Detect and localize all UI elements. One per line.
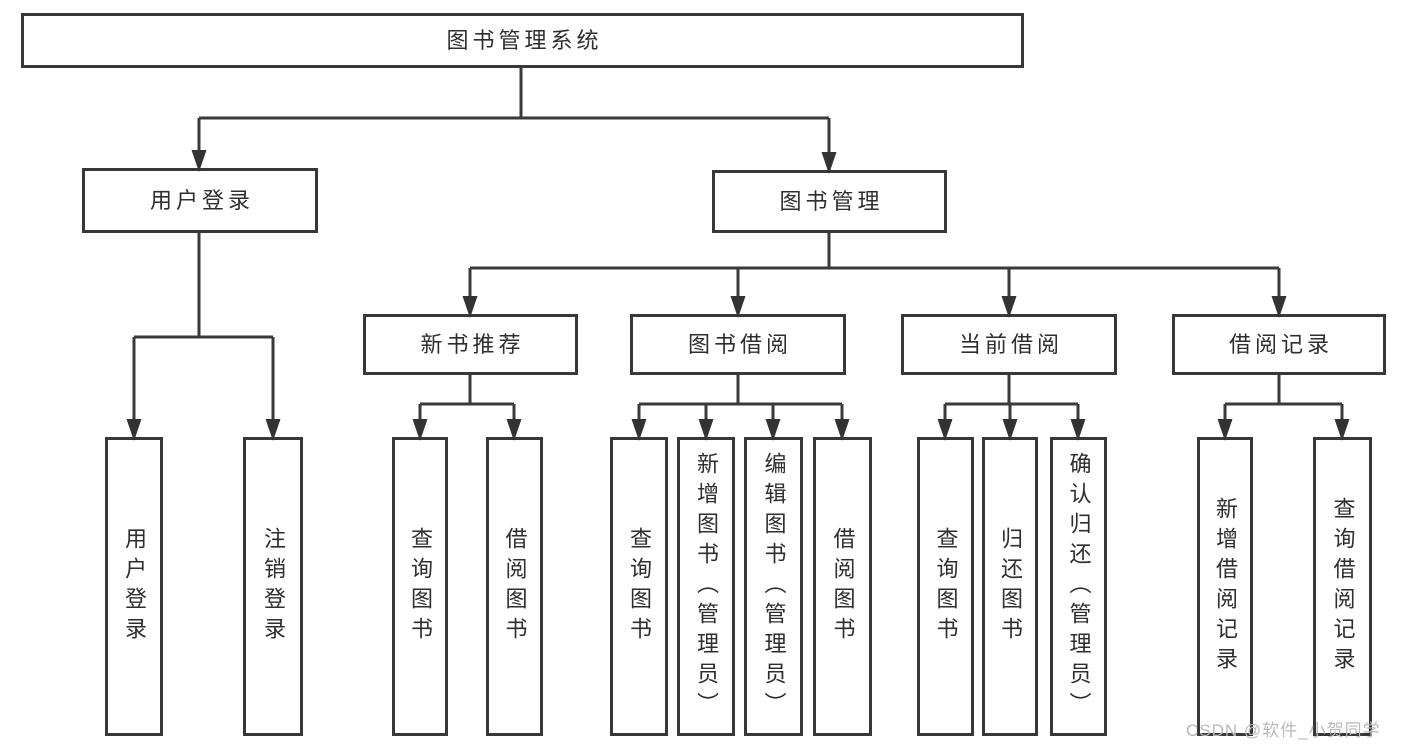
node-label: 查询图书 — [627, 526, 652, 647]
node-leaf-add-borrow-record: 新增借阅记录 — [1197, 437, 1253, 736]
node-label: 查询图书 — [408, 526, 433, 647]
node-label: 借阅图书 — [502, 526, 528, 647]
node-label: 新增图书（管理员） — [694, 451, 719, 722]
node-leaf-return-books: 归还图书 — [982, 437, 1038, 736]
node-leaf-borrow-books-borrow: 借阅图书 — [813, 437, 872, 736]
node-label: 当前借阅 — [958, 331, 1063, 357]
node-leaf-query-books-borrow: 查询图书 — [610, 437, 668, 736]
node-label: 归还图书 — [998, 526, 1023, 647]
node-label: 查询借阅记录 — [1330, 496, 1356, 677]
node-leaf-query-books-newrec: 查询图书 — [392, 437, 448, 736]
node-label: 图书管理 — [779, 188, 884, 214]
node-user-login: 用户登录 — [82, 168, 318, 233]
node-label: 借阅图书 — [830, 526, 856, 647]
node-leaf-confirm-return-admin: 确认归还（管理员） — [1050, 437, 1107, 736]
node-leaf-user-login: 用户登录 — [105, 437, 163, 736]
node-label: 注销登录 — [261, 526, 286, 647]
node-leaf-query-books-current: 查询图书 — [917, 437, 974, 736]
node-borrowing-records: 借阅记录 — [1172, 314, 1386, 375]
node-current-borrowing: 当前借阅 — [901, 314, 1117, 375]
node-label: 确认归还（管理员） — [1066, 451, 1092, 722]
watermark: CSDN @软件_小贺同学 — [1186, 721, 1381, 740]
node-label: 图书借阅 — [687, 331, 792, 357]
node-leaf-add-books-admin: 新增图书（管理员） — [677, 437, 735, 736]
node-library-management-system: 图书管理系统 — [21, 13, 1024, 68]
node-book-borrowing: 图书借阅 — [630, 314, 846, 375]
node-leaf-logout: 注销登录 — [243, 437, 303, 736]
node-leaf-edit-books-admin: 编辑图书（管理员） — [744, 437, 803, 736]
node-label: 新书推荐 — [420, 331, 525, 357]
node-leaf-query-borrow-record: 查询借阅记录 — [1313, 437, 1372, 736]
node-label: 用户登录 — [122, 526, 147, 647]
node-book-management: 图书管理 — [712, 170, 947, 233]
node-leaf-borrow-books-newrec: 借阅图书 — [486, 437, 543, 736]
node-label: 新增借阅记录 — [1213, 496, 1238, 677]
node-label: 用户登录 — [149, 187, 254, 213]
node-label: 图书管理系统 — [446, 27, 603, 53]
node-label: 借阅记录 — [1228, 331, 1333, 357]
node-label: 编辑图书（管理员） — [761, 451, 787, 722]
node-new-book-recommendation: 新书推荐 — [363, 314, 578, 375]
node-label: 查询图书 — [933, 526, 959, 647]
